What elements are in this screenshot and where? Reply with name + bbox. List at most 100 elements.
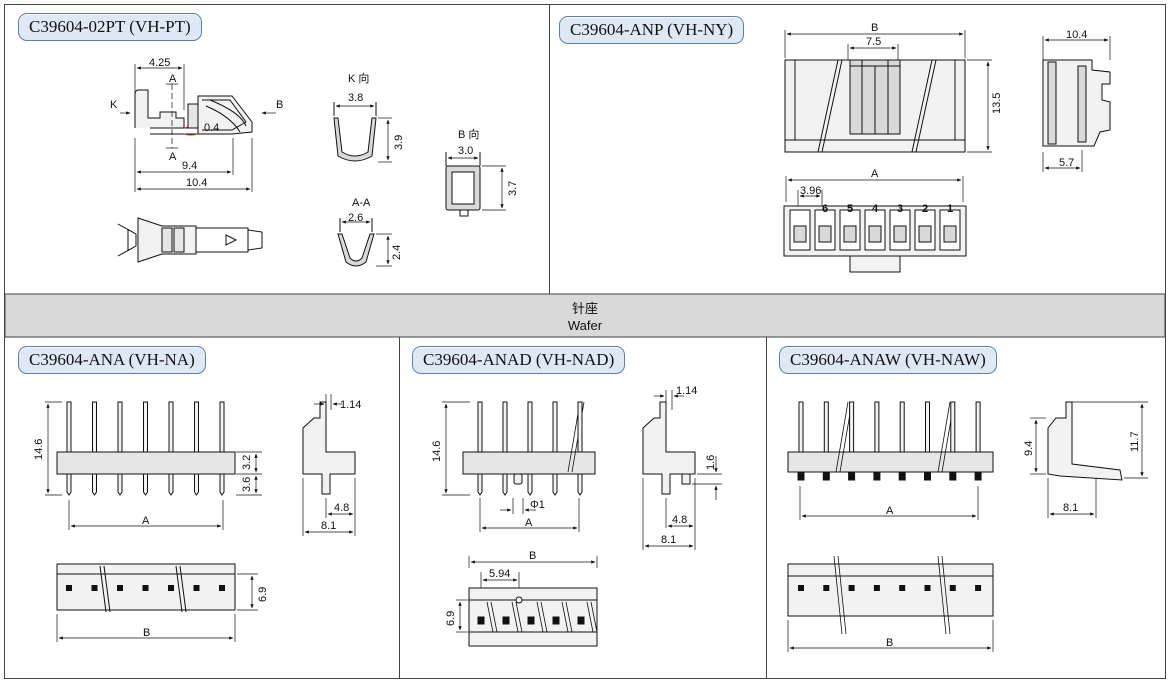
- k-view-profile: [333, 102, 392, 163]
- naw-hole: [798, 585, 804, 591]
- wafer-band-label-en: Wafer: [567, 318, 603, 333]
- nad-locating-boss: [513, 473, 523, 485]
- nad-plan-view: [456, 556, 598, 647]
- nad-side-view: [642, 390, 722, 550]
- naw-pin-foot: [974, 471, 982, 481]
- view-arrow-b: B: [276, 99, 283, 111]
- dim-nad-1-14: 1.14: [676, 385, 697, 397]
- naw-hole: [823, 585, 830, 591]
- nad-break-line: [536, 601, 548, 633]
- na-pin-tail: [194, 473, 199, 496]
- naw-hole: [924, 585, 931, 591]
- aa-section-profile: [337, 218, 392, 267]
- housing-pin-number: 6: [822, 203, 828, 215]
- naw-pin-foot: [898, 471, 906, 481]
- housing-cavity-latch: [943, 225, 957, 243]
- naw-pins: [797, 401, 982, 481]
- housing-cavity-latch: [818, 225, 832, 243]
- na-pin-tail: [168, 473, 174, 496]
- dim-5-7: 5.7: [1059, 157, 1074, 169]
- housing-cavity-latch: [843, 225, 857, 243]
- dim-na-3-2: 3.2: [241, 455, 253, 470]
- housing-front-view: [784, 30, 992, 153]
- title-wafer-naw: C39604-ANAW (VH-NAW): [779, 346, 997, 374]
- dim-nad-5-94: 5.94: [489, 568, 510, 580]
- nad-hole: [552, 616, 560, 625]
- nad-hole: [477, 616, 485, 625]
- na-plan-pin-holes: [66, 585, 225, 591]
- na-side-view: [302, 394, 356, 536]
- naw-pin-foot: [924, 471, 931, 481]
- nad-hole: [502, 616, 510, 625]
- dim-na-4-8: 4.8: [334, 502, 349, 514]
- dim-na-14-6: 14.6: [33, 439, 45, 460]
- nad-pin-tail: [527, 473, 533, 496]
- na-pin: [117, 401, 123, 453]
- housing-cavity-latch: [918, 225, 932, 243]
- dim-housing-b: B: [871, 22, 878, 34]
- na-front-view: [45, 401, 262, 530]
- dim-3-0: 3.0: [458, 145, 473, 157]
- naw-hole: [975, 585, 982, 591]
- naw-pin-foot: [873, 471, 881, 481]
- dim-nad-a: A: [525, 517, 533, 529]
- b-view-profile: [445, 152, 506, 217]
- naw-hole: [873, 585, 880, 591]
- dim-naw-9-4: 9.4: [1023, 441, 1035, 456]
- na-hole: [66, 585, 72, 591]
- na-hole: [117, 585, 123, 591]
- nad-break-line: [511, 601, 523, 633]
- view-title-k: K 向: [348, 71, 369, 85]
- view-title-b: B 向: [458, 127, 479, 141]
- nad-pin: [577, 401, 583, 453]
- nad-front-view: [442, 401, 596, 532]
- naw-pin-foot: [949, 471, 957, 481]
- na-pin: [194, 401, 199, 453]
- na-hole: [168, 585, 174, 591]
- na-plan-view: [56, 563, 258, 642]
- dim-10-4-housing: 10.4: [1066, 29, 1087, 41]
- dim-3-8: 3.8: [348, 92, 363, 104]
- dim-10-4: 10.4: [186, 177, 207, 189]
- na-pin-tail: [117, 473, 123, 496]
- panel-frames: [4, 4, 1166, 679]
- na-pin: [168, 401, 174, 453]
- dim-nad-14-6: 14.6: [431, 441, 443, 462]
- dim-13-5: 13.5: [991, 93, 1003, 114]
- na-pin: [92, 401, 97, 453]
- wafer-band-label-zh: 针座: [571, 301, 598, 316]
- na-pin: [143, 401, 148, 453]
- na-hole: [219, 585, 225, 591]
- dim-naw-a: A: [886, 505, 894, 517]
- naw-side-view: [1030, 401, 1148, 518]
- housing-cavities: [789, 209, 961, 251]
- title-housing: C39604-ANP (VH-NY): [559, 16, 745, 44]
- na-pin-tail: [143, 473, 148, 496]
- dim-naw-11-7: 11.7: [1129, 431, 1141, 452]
- housing-side-view: [1042, 36, 1111, 172]
- naw-pin: [874, 401, 880, 453]
- naw-pin: [849, 401, 855, 453]
- housing-cavity-latch: [793, 225, 807, 243]
- naw-hole: [899, 585, 906, 591]
- housing-pin-number: 1: [947, 203, 953, 215]
- dim-naw-8-1: 8.1: [1063, 502, 1078, 514]
- nad-pin: [502, 401, 508, 453]
- section-title-aa: A-A: [352, 197, 371, 209]
- na-pin-tail: [92, 473, 97, 496]
- naw-pin-foot: [797, 471, 805, 481]
- dim-na-6-9: 6.9: [257, 587, 269, 602]
- naw-hole: [848, 585, 855, 591]
- dim-na-b: B: [143, 627, 150, 639]
- naw-pin: [925, 401, 930, 453]
- nad-break-line: [486, 601, 498, 633]
- dim-0-4: 0.4: [204, 122, 219, 134]
- naw-pin-foot: [848, 471, 856, 481]
- nad-pin-tail: [477, 473, 483, 496]
- na-hole: [91, 585, 98, 591]
- housing-cavity-latch: [893, 225, 907, 243]
- nad-pin-tail: [577, 473, 583, 496]
- na-pin-tail: [66, 473, 72, 496]
